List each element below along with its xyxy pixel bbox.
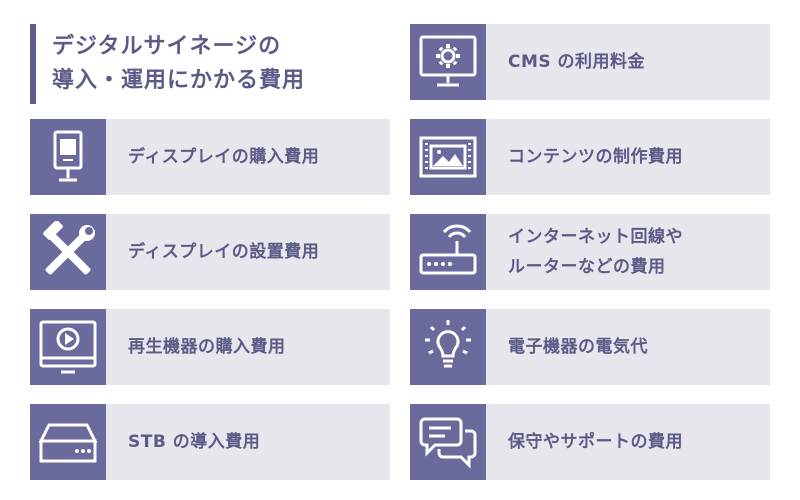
chat-bubbles-icon	[410, 404, 486, 480]
cost-item-label: ディスプレイの購入費用	[128, 147, 320, 167]
image-frame-icon	[410, 119, 486, 195]
cost-item-label: CMS の利用料金	[508, 52, 646, 72]
cost-item-display-installation: ディスプレイの設置費用	[30, 214, 390, 290]
page-title-line-2: 導入・運用にかかる費用	[52, 68, 306, 93]
cost-item-label: 保守やサポートの費用	[508, 432, 683, 452]
cost-item-label: 再生機器の購入費用	[128, 337, 286, 357]
cost-item-display-purchase: ディスプレイの購入費用	[30, 119, 390, 195]
cost-item-player-purchase: 再生機器の購入費用	[30, 309, 390, 385]
monitor-gear-icon	[410, 24, 486, 100]
cost-item-electricity: 電子機器の電気代	[410, 309, 770, 385]
cost-item-label-line-1: インターネット回線や	[508, 227, 683, 247]
cost-item-label: STB の導入費用	[128, 432, 261, 452]
kiosk-display-icon	[30, 119, 106, 195]
cost-item-label: コンテンツの制作費用	[508, 147, 683, 167]
page-title: デジタルサイネージの 導入・運用にかかる費用	[30, 24, 390, 104]
cost-item-stb: STB の導入費用	[30, 404, 390, 480]
cost-item-cms: CMS の利用料金	[410, 24, 770, 100]
cost-item-support: 保守やサポートの費用	[410, 404, 770, 480]
cost-item-label: インターネット回線や ルーターなどの費用	[486, 214, 770, 290]
cost-item-label: 電子機器の電気代	[508, 337, 648, 357]
lightbulb-icon	[410, 309, 486, 385]
tools-icon	[30, 214, 106, 290]
cost-item-label-line-2: ルーターなどの費用	[508, 257, 666, 277]
cost-item-label: ディスプレイの設置費用	[128, 242, 320, 262]
set-top-box-icon	[30, 404, 106, 480]
media-player-icon	[30, 309, 106, 385]
router-icon	[410, 214, 486, 290]
page-title-line-1: デジタルサイネージの	[52, 34, 282, 59]
cost-item-content-production: コンテンツの制作費用	[410, 119, 770, 195]
cost-item-internet: インターネット回線や ルーターなどの費用	[410, 214, 770, 290]
